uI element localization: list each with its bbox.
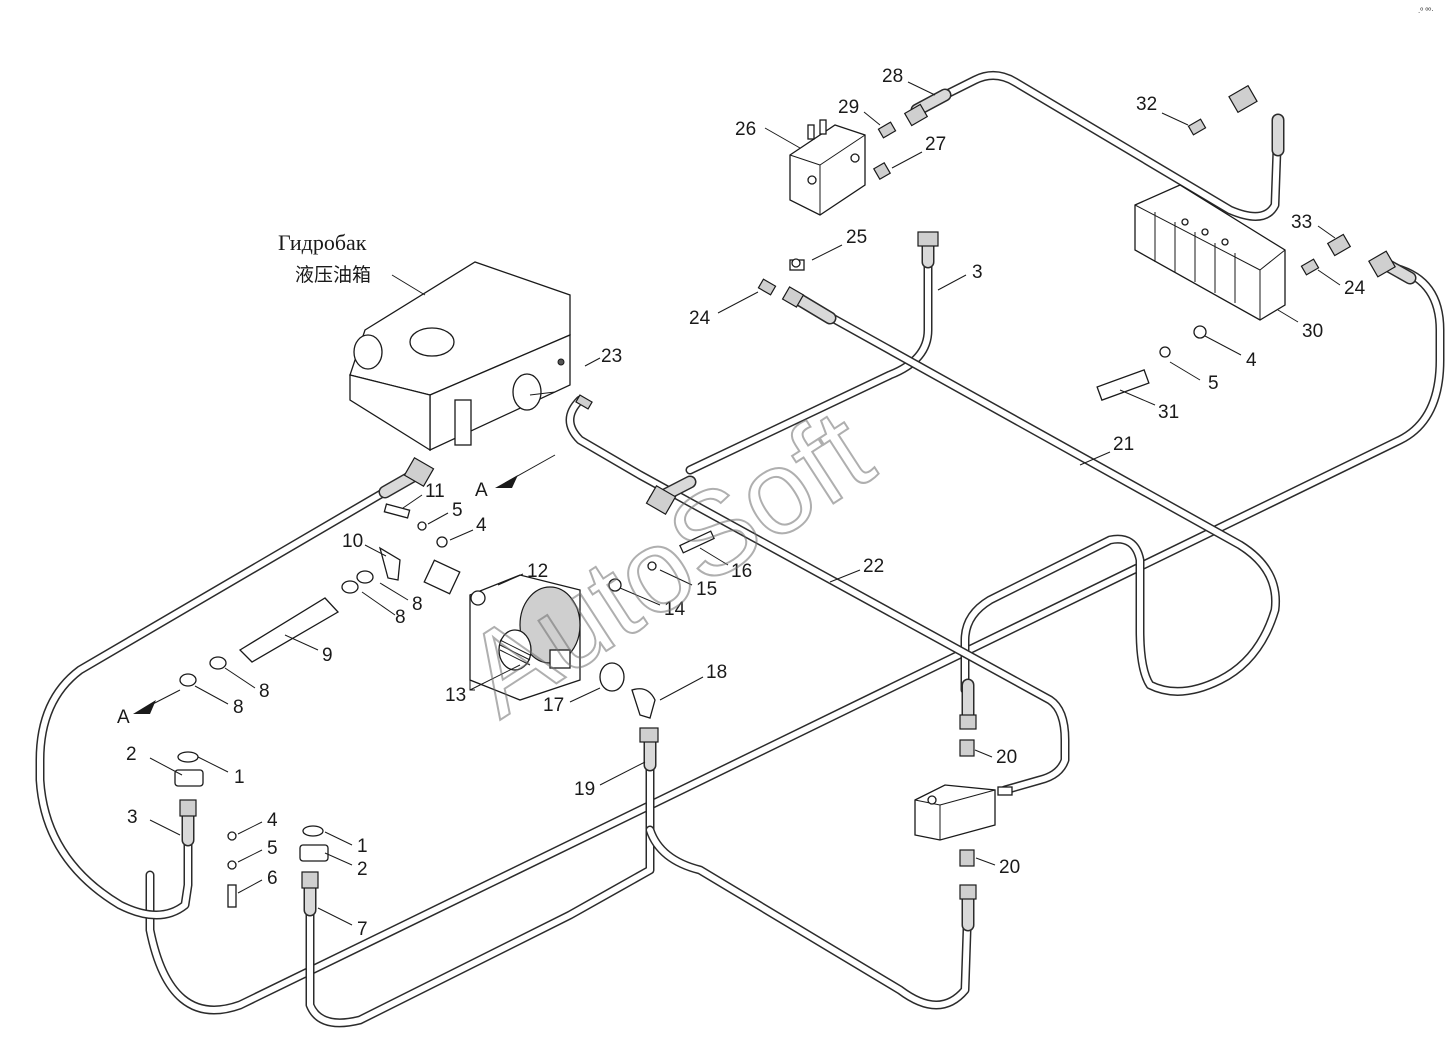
callout-15: 15 (696, 579, 717, 600)
pipe-left-loop (35, 475, 410, 920)
callout-28: 28 (882, 66, 903, 87)
fittings (174, 84, 1396, 908)
callout-8d: 8 (233, 697, 244, 718)
callout-18: 18 (706, 662, 727, 683)
callout-12: 12 (527, 561, 548, 582)
callout-8c: 8 (259, 681, 270, 702)
callout-1b: 1 (357, 836, 368, 857)
hydraulic-tank (349, 261, 571, 452)
callout-5: 5 (1208, 373, 1219, 394)
callout-24: 24 (689, 308, 711, 329)
tank-title-ru: Гидробак (278, 230, 367, 255)
tank-title-cn: 液压油箱 (295, 264, 371, 286)
callout-13: 13 (445, 685, 466, 706)
valve-block-26 (789, 119, 866, 216)
callout-4c: 4 (267, 810, 278, 831)
callout-21: 21 (1113, 434, 1134, 455)
callout-30: 30 (1302, 321, 1323, 342)
callout-8a: 8 (412, 594, 423, 615)
callout-16: 16 (731, 561, 752, 582)
callout-numbers: 28 29 26 27 32 33 25 3 24 24 30 4 5 31 2… (126, 66, 1366, 940)
pipe-22 (565, 395, 1070, 795)
callout-14: 14 (664, 599, 686, 620)
callout-27: 27 (925, 134, 946, 155)
callout-2b: 2 (357, 859, 368, 880)
callout-4b: 4 (476, 515, 487, 536)
callout-9: 9 (322, 645, 333, 666)
corner-mark: .º ºº· (1418, 6, 1434, 15)
valve-block-20 (914, 784, 996, 841)
callout-5b: 5 (452, 500, 463, 521)
callout-8b: 8 (395, 607, 406, 628)
callout-4: 4 (1246, 350, 1257, 371)
arrow-a-upper (495, 475, 518, 488)
callout-1a: 1 (234, 767, 245, 788)
callout-31: 31 (1158, 402, 1179, 423)
pipe-28 (940, 71, 1283, 221)
callout-17: 17 (543, 695, 564, 716)
callout-6: 6 (267, 868, 278, 889)
pipe-network (35, 71, 1445, 1028)
callout-26: 26 (735, 119, 756, 140)
arrow-label-a-upper: A (475, 480, 488, 501)
pipe-24-line (795, 295, 1281, 696)
callout-20b: 20 (999, 857, 1020, 878)
callout-29: 29 (838, 97, 859, 118)
pipe-7-19 (305, 755, 973, 1028)
section-arrows (133, 454, 556, 714)
callout-7: 7 (357, 919, 368, 940)
watermark: AutoSoft (442, 385, 894, 742)
callout-32: 32 (1136, 94, 1157, 115)
callout-25: 25 (846, 227, 867, 248)
callout-20a: 20 (996, 747, 1017, 768)
arrow-label-a-lower: A (117, 707, 130, 728)
callout-24b: 24 (1344, 278, 1366, 299)
callout-33: 33 (1291, 212, 1312, 233)
pipe-21 (145, 263, 1445, 1015)
hoses (181, 88, 1417, 932)
callout-22: 22 (863, 556, 884, 577)
arrow-a-lower (133, 700, 156, 714)
callout-19: 19 (574, 779, 595, 800)
callout-5c: 5 (267, 838, 278, 859)
callout-11: 11 (425, 481, 445, 502)
callout-2a: 2 (126, 744, 137, 765)
callout-23: 23 (601, 346, 622, 367)
callout-3b: 3 (127, 807, 138, 828)
leader-lines (149, 81, 1341, 926)
distributor-block-30 (1134, 184, 1286, 321)
callout-10: 10 (342, 531, 363, 552)
callout-3: 3 (972, 262, 983, 283)
pipe-3-long (685, 235, 933, 475)
